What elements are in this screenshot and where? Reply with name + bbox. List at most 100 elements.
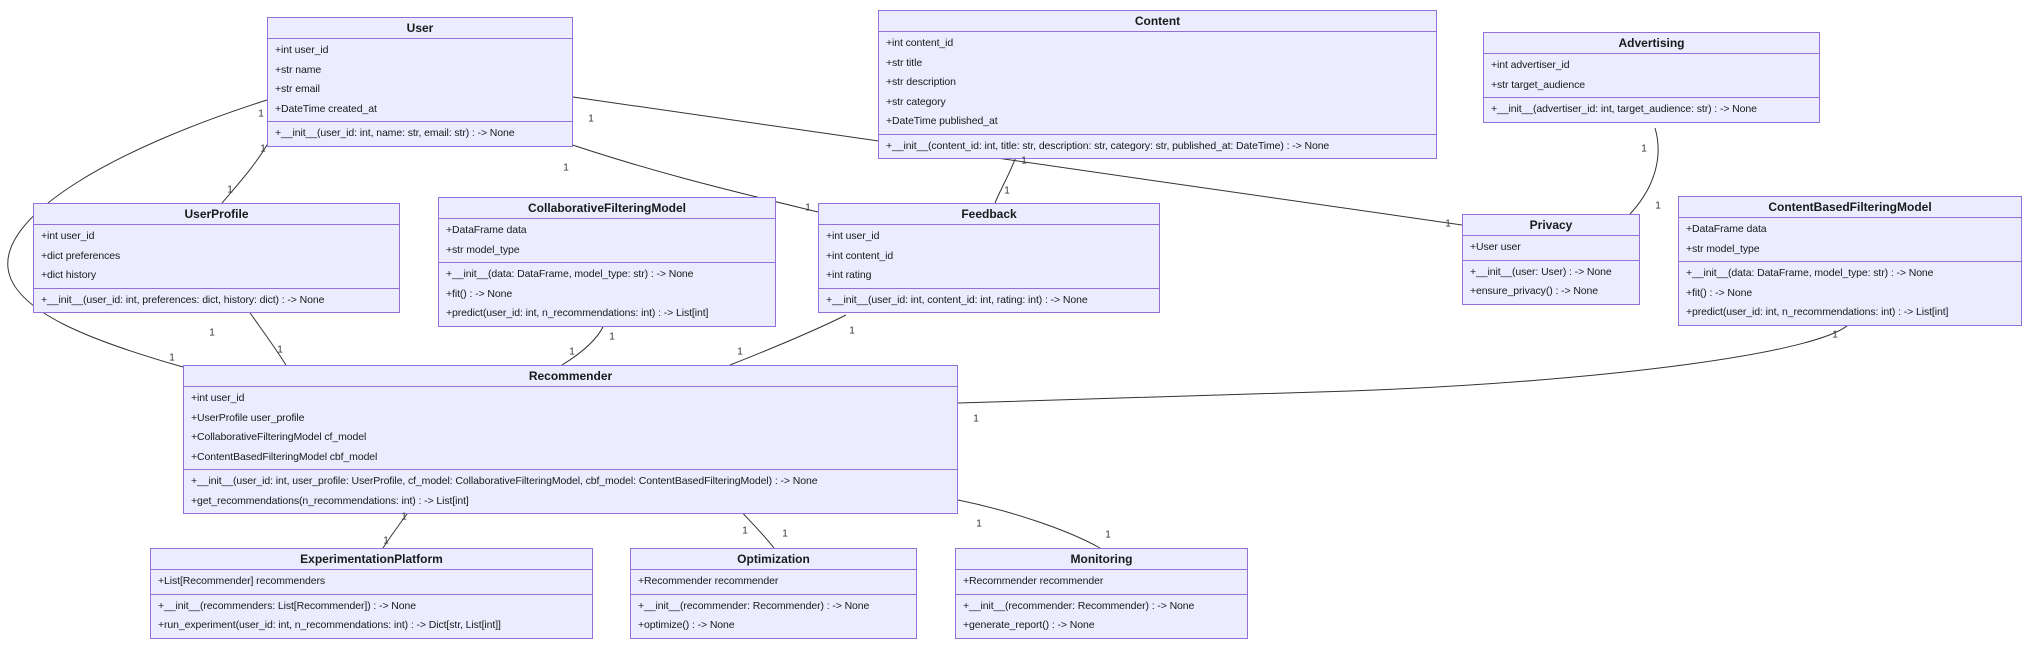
class-monitoring: Monitoring +Recommender recommender +__i… [955,548,1248,639]
class-title: ContentBasedFilteringModel [1679,197,2021,218]
class-title: Privacy [1463,215,1639,236]
class-contentbasedfilteringmodel: ContentBasedFilteringModel +DataFrame da… [1678,196,2022,326]
class-title: Optimization [631,549,916,570]
attribute-row: +Recommender recommender [638,575,779,587]
attribute-row: +str target_audience [1491,78,1586,91]
method-row: +run_experiment(user_id: int, n_recommen… [158,619,501,631]
attribute-row: +int advertiser_id [1491,59,1570,71]
edge-user-recommender [7,99,268,368]
attribute-row: +int content_id [826,249,894,262]
attribute-row: +DateTime published_at [886,115,998,127]
class-title: Advertising [1484,33,1819,54]
multiplicity-label: 1 [849,325,855,337]
multiplicity-label: 1 [169,352,175,364]
edge-user-privacy [572,96,1463,226]
class-title: User [268,18,572,39]
attribute-row: +dict preferences [41,249,121,262]
multiplicity-label: 1 [227,184,233,196]
edge-feedback-recommender [729,314,847,366]
class-title: UserProfile [34,204,399,225]
attribute-row: +str description [886,76,956,88]
attribute-row: +int user_id [191,392,245,404]
attribute-row: +List[Recommender] recommenders [158,575,326,587]
attribute-row: +CollaborativeFilteringModel cf_model [191,431,367,443]
multiplicity-label: 1 [383,535,389,547]
method-row: +__init__(recommender: Recommender) : ->… [963,599,1195,612]
class-optimization: Optimization +Recommender recommender +_… [630,548,917,639]
attribute-row: +DataFrame data [446,224,527,236]
method-row: +__init__(recommenders: List[Recommender… [158,599,416,612]
method-row: +__init__(user_id: int, preferences: dic… [41,293,325,306]
method-row: +predict(user_id: int, n_recommendations… [1686,306,1949,318]
class-privacy: Privacy +User user +__init__(user: User)… [1462,214,1640,305]
multiplicity-label: 1 [742,525,748,537]
attribute-row: +str title [886,56,923,69]
attribute-row: +UserProfile user_profile [191,411,305,424]
edge-cfm-recommender [561,324,605,366]
method-row: +__init__(content_id: int, title: str, d… [886,139,1330,152]
attribute-row: +str model_type [446,243,520,256]
multiplicity-label: 1 [737,346,743,358]
class-recommender: Recommender +int user_id +UserProfile us… [183,365,958,514]
multiplicity-label: 1 [1021,155,1027,167]
method-row: +get_recommendations(n_recommendations: … [191,494,469,507]
multiplicity-label: 1 [1445,218,1451,230]
edge-cbfm-recommender [957,319,1853,404]
method-row: +fit() : -> None [1686,286,1753,299]
multiplicity-label: 1 [563,162,569,174]
multiplicity-label: 1 [588,113,594,125]
multiplicity-label: 1 [209,327,215,339]
class-userprofile: UserProfile +int user_id +dict preferenc… [33,203,400,313]
attribute-row: +dict history [41,269,97,281]
attribute-row: +str name [275,63,322,76]
class-title: Feedback [819,204,1159,225]
method-row: +__init__(user_id: int, name: str, email… [275,127,515,139]
multiplicity-label: 1 [1832,329,1838,341]
edge-advertising-privacy [1629,127,1659,215]
method-row: +__init__(advertiser_id: int, target_aud… [1491,103,1757,115]
attribute-row: +str category [886,95,946,108]
attribute-row: +Recommender recommender [963,575,1104,587]
multiplicity-label: 1 [277,344,283,356]
attribute-row: +User user [1470,241,1521,253]
multiplicity-label: 1 [805,202,811,214]
attribute-row: +str model_type [1686,242,1760,255]
attribute-row: +str email [275,83,320,95]
class-title: Monitoring [956,549,1247,570]
multiplicity-label: 1 [976,518,982,530]
attribute-row: +int rating [826,269,872,281]
attribute-row: +ContentBasedFilteringModel cbf_model [191,450,378,463]
class-title: CollaborativeFilteringModel [439,198,775,219]
attribute-row: +int user_id [275,44,329,56]
class-title: Content [879,11,1436,32]
method-row: +__init__(recommender: Recommender) : ->… [638,599,870,612]
multiplicity-label: 1 [1105,529,1111,541]
method-row: +__init__(user: User) : -> None [1470,265,1612,278]
method-row: +__init__(data: DataFrame, model_type: s… [1686,267,1934,279]
edge-recommender-monitoring [957,499,1101,549]
multiplicity-label: 1 [609,331,615,343]
attribute-row: +int content_id [886,37,954,49]
method-row: +predict(user_id: int, n_recommendations… [446,307,709,319]
class-content: Content +int content_id +str title +str … [878,10,1437,159]
class-feedback: Feedback +int user_id +int content_id +i… [818,203,1160,313]
method-row: +__init__(data: DataFrame, model_type: s… [446,268,694,280]
class-title: Recommender [184,366,957,387]
method-row: +generate_report() : -> None [963,619,1095,631]
method-row: +ensure_privacy() : -> None [1470,285,1599,297]
multiplicity-label: 1 [1655,200,1661,212]
multiplicity-label: 1 [1004,185,1010,197]
method-row: +__init__(user_id: int, content_id: int,… [826,293,1088,306]
edge-user-userprofile [221,137,272,204]
class-user: User +int user_id +str name +str email +… [267,17,573,147]
attribute-row: +DataFrame data [1686,223,1767,235]
multiplicity-label: 1 [258,108,264,120]
multiplicity-label: 1 [973,413,979,425]
class-advertising: Advertising +int advertiser_id +str targ… [1483,32,1820,123]
multiplicity-label: 1 [260,143,266,155]
method-row: +__init__(user_id: int, user_profile: Us… [191,475,818,487]
multiplicity-label: 1 [569,346,575,358]
method-row: +optimize() : -> None [638,619,735,631]
multiplicity-label: 1 [401,511,407,523]
